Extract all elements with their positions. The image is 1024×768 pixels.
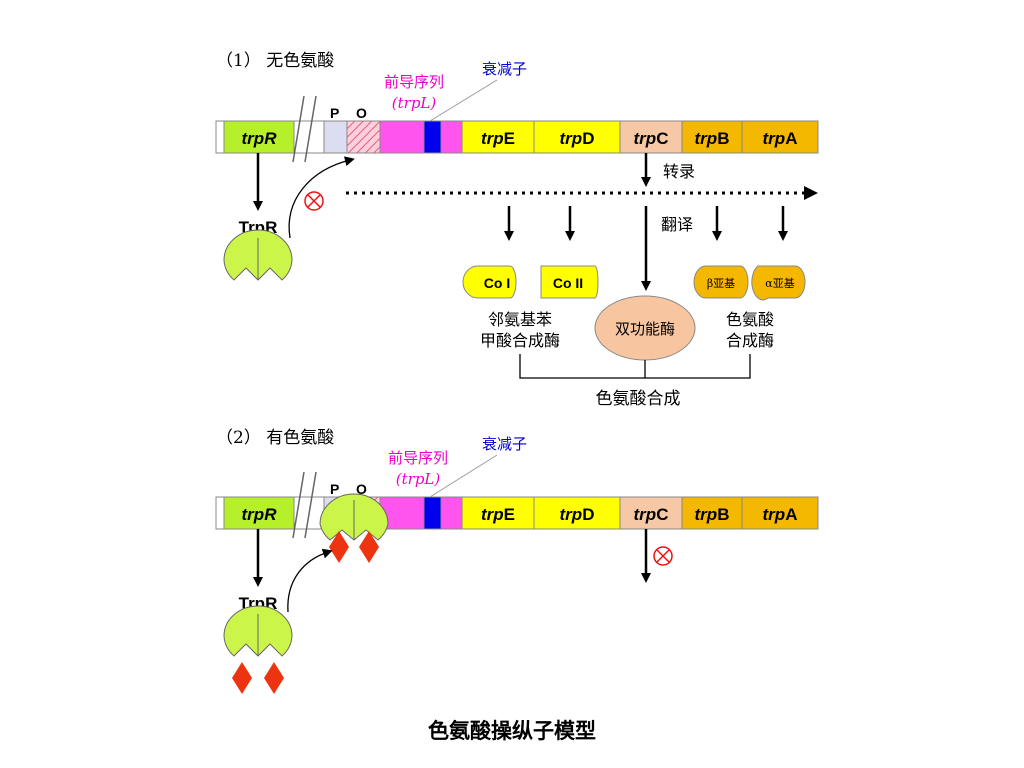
transcription-label: 转录 [663, 162, 695, 181]
repressor-binding-arrow [287, 548, 333, 613]
panel-1: （1） 无色氨酸 trpR trpE trpD trpC trpB trpA [215, 51, 819, 409]
gene-trpC [619, 496, 683, 530]
attenuator [423, 496, 442, 530]
translation-label: 翻译 [661, 215, 693, 234]
figure-caption: 色氨酸操纵子模型 [428, 718, 596, 743]
gene-trpB [681, 496, 743, 530]
attenuator [423, 120, 442, 154]
gene-trpB-label: trpB [695, 129, 730, 148]
product-coI: Co I [462, 265, 517, 299]
promoter-label: P [330, 481, 339, 497]
panel-2: （2） 有色氨酸 trpR trpE trpD trpC trpB trpA P [215, 428, 819, 694]
product-beta-label: β亚基 [707, 277, 735, 290]
trp-synthase-label-1: 色氨酸 [726, 310, 774, 329]
leader-label: 前导序列 [388, 449, 448, 467]
attenuator-label: 衰减子 [482, 60, 527, 78]
operator-label: O [356, 105, 367, 121]
gene-trpA [741, 120, 819, 154]
gene-trpD-label: trpD [560, 505, 595, 524]
bar-start [215, 120, 225, 154]
attenuator-label: 衰减子 [482, 435, 527, 453]
repressor-protein-icon [223, 229, 293, 281]
product-coI-label: Co I [484, 275, 510, 291]
break-mark [292, 95, 305, 163]
repressor-binding-arrow [288, 156, 355, 239]
repressor-protein-icon [223, 605, 293, 657]
break-mark [304, 471, 317, 539]
bar-start [215, 496, 225, 530]
attenuator-pointer [429, 454, 498, 498]
panel-2-heading: （2） 有色氨酸 [216, 428, 334, 448]
gene-bar-1: trpR trpE trpD trpC trpB trpA [215, 95, 819, 163]
break-mark [304, 95, 317, 163]
gene-trpE [461, 496, 535, 530]
promoter [323, 120, 348, 154]
leader-sequence-2 [440, 120, 463, 154]
circle-x-icon [304, 191, 324, 211]
gene-trpR [223, 120, 295, 154]
gene-trpA-label: trpA [763, 505, 798, 524]
gene-trpC-label: trpC [634, 505, 669, 524]
gene-trpB-label: trpB [695, 505, 730, 524]
leader-sequence [379, 120, 425, 154]
gene-trpB [681, 120, 743, 154]
gene-trpA-label: trpA [763, 129, 798, 148]
gene-trpE [461, 120, 535, 154]
bound-repressor-icon [319, 493, 389, 541]
gene-trpD [533, 120, 621, 154]
gene-trpE-label: trpE [481, 505, 515, 524]
product-coII: Co II [540, 265, 599, 299]
gene-bar-2: trpR trpE trpD trpC trpB trpA [215, 471, 819, 539]
product-alpha-subunit: α亚基 [751, 265, 806, 301]
red-diamond-icon [359, 531, 379, 563]
product-coII-label: Co II [553, 275, 583, 291]
product-alpha-label: α亚基 [765, 277, 794, 290]
anthranilate-synthase-label-1: 邻氨基苯 [488, 310, 552, 329]
bifunctional-enzyme-label: 双功能酶 [615, 320, 675, 338]
operator-label: O [356, 481, 367, 497]
transcript-arrowhead [804, 186, 818, 200]
red-diamond-icon [232, 662, 252, 694]
circle-x-icon [653, 546, 673, 566]
gene-trpR-label: trpR [242, 505, 278, 524]
red-diamond-icon [264, 662, 284, 694]
leader-label: 前导序列 [384, 73, 444, 91]
leader-sequence-2 [440, 496, 463, 530]
red-diamond-icon [329, 531, 349, 563]
anthranilate-synthase-label-2: 甲酸合成酶 [480, 331, 560, 350]
gene-trpA [741, 496, 819, 530]
attenuator-pointer [429, 79, 498, 122]
gene-trpC-label: trpC [634, 129, 669, 148]
synthesis-label: 色氨酸合成 [596, 389, 681, 409]
operator [346, 120, 381, 154]
promoter-label: P [330, 105, 339, 121]
panel-1-heading: （1） 无色氨酸 [216, 51, 334, 71]
leader-gene-label: (trpL) [392, 94, 437, 112]
synthesis-bracket [519, 354, 751, 379]
trp-synthase-label-2: 合成酶 [726, 331, 774, 350]
gene-trpD-label: trpD [560, 129, 595, 148]
product-beta-subunit: β亚基 [693, 265, 749, 299]
gene-trpE-label: trpE [481, 129, 515, 148]
break-mark [292, 471, 305, 539]
leader-gene-label: (trpL) [396, 470, 441, 488]
gene-trpR-label: trpR [242, 129, 278, 148]
bifunctional-enzyme: 双功能酶 [594, 295, 696, 361]
